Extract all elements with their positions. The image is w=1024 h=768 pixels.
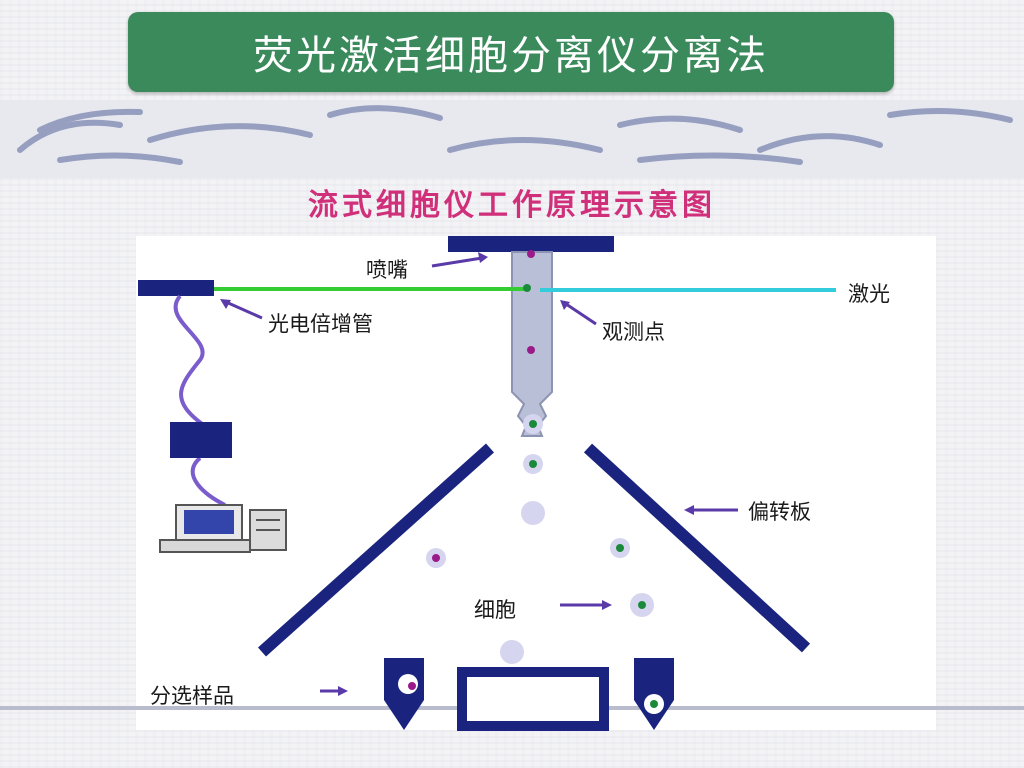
cells <box>426 250 654 664</box>
label-observation-point: 观测点 <box>602 320 665 344</box>
deflection-plate-left <box>257 443 495 657</box>
nozzle-tube <box>511 251 553 437</box>
label-nozzle: 喷嘴 <box>366 258 408 282</box>
signal-processor <box>170 422 232 458</box>
label-deflection-plate: 偏转板 <box>748 500 811 524</box>
photomultiplier-block <box>138 280 214 296</box>
collection-tube-left <box>384 658 424 730</box>
label-cell: 细胞 <box>474 598 516 622</box>
computer-cable <box>190 456 226 507</box>
signal-cable <box>173 294 207 428</box>
wave-decoration <box>17 105 1013 165</box>
slide-title-bar: 荧光激活细胞分离仪分离法 <box>128 12 894 92</box>
deflection-plate-right <box>583 443 811 653</box>
waste-container <box>457 667 609 731</box>
label-laser: 激光 <box>848 282 890 306</box>
slide-title: 荧光激活细胞分离仪分离法 <box>253 33 769 79</box>
diagram-title: 流式细胞仪工作原理示意图 <box>308 188 716 223</box>
label-sorted-sample: 分选样品 <box>150 684 234 708</box>
nozzle-cap <box>448 236 614 252</box>
computer-icon <box>159 504 287 553</box>
label-photomultiplier: 光电倍增管 <box>268 312 373 336</box>
pointer-arrows <box>220 252 738 696</box>
